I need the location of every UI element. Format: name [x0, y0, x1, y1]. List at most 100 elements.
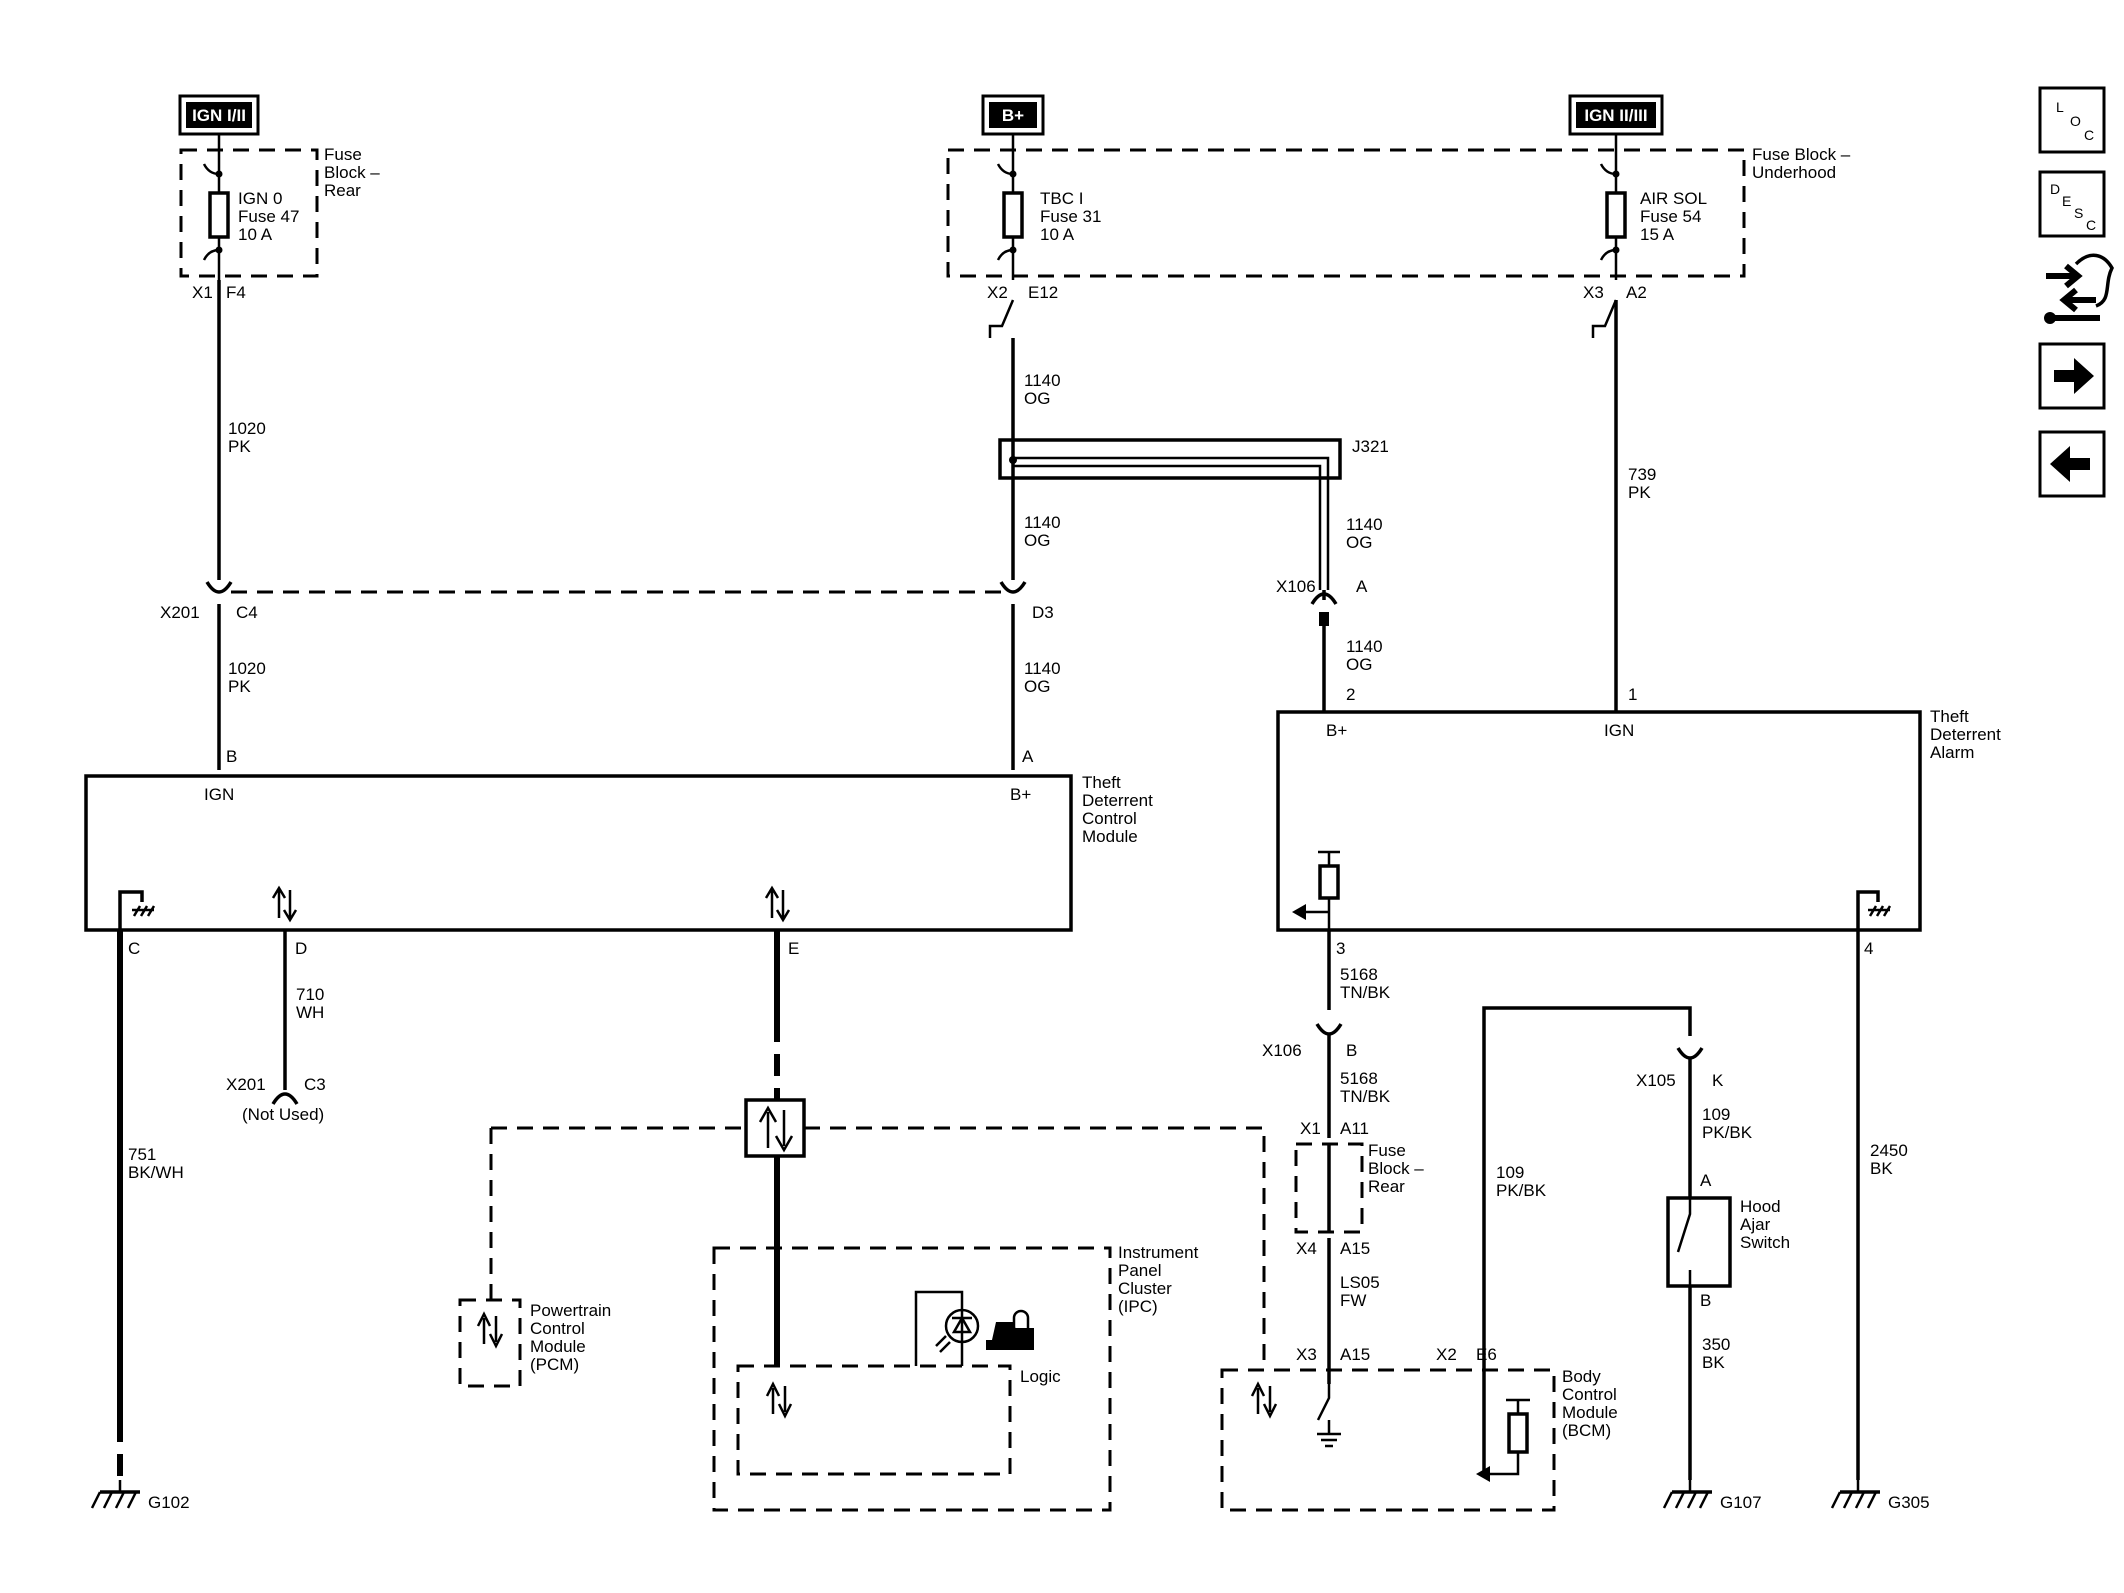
fuse-54-number: Fuse 54 — [1640, 207, 1701, 226]
fuse-31: TBC I Fuse 31 10 A — [996, 134, 1101, 280]
ground-g102-icon — [90, 1480, 140, 1509]
fuse-block-rear-top — [179, 148, 319, 278]
lock-car-icon — [986, 1309, 1034, 1350]
desc-button[interactable]: D E S C — [2038, 170, 2106, 238]
desc-letter-c: C — [2086, 217, 2096, 233]
fuse-54-name: AIR SOL — [1640, 189, 1707, 208]
connector-x3-bcm: X3 — [1296, 1345, 1317, 1364]
alarm-pin-4: 4 — [1864, 939, 1873, 958]
tdcm-serial-data-icon-e — [764, 885, 791, 923]
loc-letter-c: C — [2084, 127, 2094, 143]
bcm-label-3: Module — [1562, 1403, 1618, 1422]
wire-710-num: 710 — [296, 985, 324, 1004]
ground-g107-icon — [1662, 1480, 1712, 1509]
connector-x106-top: X106 — [1276, 577, 1316, 596]
pcm-label-3: Module — [530, 1337, 586, 1356]
tdcm-serial-data-icon-d — [271, 885, 298, 923]
fuse-block-rear-mid-label-1: Fuse — [1368, 1141, 1406, 1160]
wire-2450-color: BK — [1870, 1159, 1893, 1178]
module-theft-deterrent-alarm — [1276, 710, 1922, 932]
wire-1140-bot-num: 1140 — [1024, 659, 1061, 678]
connector-x4: X4 — [1296, 1239, 1317, 1258]
power-source-ign2: IGN II/III — [1568, 94, 1664, 136]
tdcm-label-1: Theft — [1082, 773, 1121, 792]
alarm-pin-bplus: B+ — [1326, 721, 1347, 740]
wire-1140-alarm-num: 1140 — [1346, 637, 1383, 656]
desc-letter-s: S — [2074, 205, 2083, 221]
tdcm-label-2: Deterrent — [1082, 791, 1153, 810]
connector-x2: X2 — [987, 283, 1008, 302]
bcm-pullup-resistor-icon — [1476, 1398, 1530, 1482]
fuse-31-name: TBC I — [1040, 189, 1083, 208]
serial-data-bus — [491, 1126, 1266, 1362]
ipc-logic-block — [736, 1364, 1012, 1476]
alarm-pin-ign: IGN — [1604, 721, 1634, 740]
hood-ajar-switch-icon — [1666, 1196, 1732, 1288]
tdcm-pin-bplus: B+ — [1010, 785, 1031, 804]
connector-c3: C3 — [304, 1075, 326, 1094]
wire-1020-bot-num: 1020 — [228, 659, 266, 678]
power-source-ign1: IGN I/II — [178, 94, 260, 136]
wire-1140-mid-num: 1140 — [1024, 513, 1061, 532]
next-page-button[interactable] — [2038, 342, 2106, 410]
hood-switch-label-2: Ajar — [1740, 1215, 1771, 1234]
connector-e12: E12 — [1028, 283, 1058, 302]
connector-x1: X1 — [192, 283, 213, 302]
ground-g305: G305 — [1888, 1493, 1930, 1512]
fuse-47-rating: 10 A — [238, 225, 273, 244]
loc-letter-l: L — [2056, 99, 2064, 115]
connector-x106-bottom: X106 — [1262, 1041, 1302, 1060]
arrow-left-icon — [2050, 446, 2090, 482]
bcm-serial-data-icon — [1250, 1381, 1278, 1419]
tdcm-pin-b: B — [226, 747, 237, 766]
connector-k: K — [1712, 1071, 1724, 1090]
alarm-pin-1: 1 — [1628, 685, 1637, 704]
splice-j321-bus — [1013, 456, 1330, 590]
connector-x201-bottom: X201 — [226, 1075, 266, 1094]
ipc-label-4: (IPC) — [1118, 1297, 1158, 1316]
fuse-block-underhood-label-1: Fuse Block – — [1752, 145, 1851, 164]
ground-g102: G102 — [148, 1493, 190, 1512]
pcm-label-4: (PCM) — [530, 1355, 579, 1374]
connector-x201-c4-symbol — [205, 581, 233, 594]
connector-f4: F4 — [226, 283, 246, 302]
wire-350-num: 350 — [1702, 1335, 1730, 1354]
ign1-label: IGN I/II — [192, 106, 246, 125]
fuse-block-rear-label-2: Block – — [324, 163, 380, 182]
connector-end-view-button[interactable] — [2044, 253, 2114, 324]
splice-j321 — [998, 438, 1342, 480]
wire-350-color: BK — [1702, 1353, 1725, 1372]
connector-a11: A11 — [1340, 1119, 1369, 1138]
connector-x1-mid: X1 — [1300, 1119, 1321, 1138]
module-bcm — [1220, 1368, 1556, 1512]
hood-switch-label-1: Hood — [1740, 1197, 1781, 1216]
tdcm-pin-ign: IGN — [204, 785, 234, 804]
connector-x201-left: X201 — [160, 603, 200, 622]
module-theft-deterrent-control — [84, 774, 1073, 932]
wire-5168-a-num: 5168 — [1340, 965, 1378, 984]
alarm-pullup-resistor-icon — [1292, 850, 1340, 930]
connector-a15-bcm: A15 — [1340, 1345, 1370, 1364]
module-ipc — [712, 1246, 1112, 1512]
bcm-label-2: Control — [1562, 1385, 1617, 1404]
previous-page-button[interactable] — [2038, 430, 2106, 498]
module-pcm — [458, 1298, 522, 1388]
power-source-bplus: B+ — [981, 94, 1045, 136]
terminal-x3 — [1591, 299, 1618, 338]
splice-j321-bus-inner — [1013, 464, 1322, 590]
ipc-serial-data-icon — [765, 1381, 793, 1419]
wire-1020-bot-color: PK — [228, 677, 251, 696]
wire-1020-top-num: 1020 — [228, 419, 266, 438]
connector-x106-b-symbol — [1315, 1023, 1343, 1036]
loc-button[interactable]: L O C — [2038, 86, 2106, 154]
pcm-label-2: Control — [530, 1319, 585, 1338]
tdcm-pin-d: D — [295, 939, 307, 958]
wire-739-color: PK — [1628, 483, 1651, 502]
arrow-right-icon — [2054, 358, 2094, 394]
pcm-serial-data-icon — [476, 1311, 504, 1349]
ipc-label-2: Panel — [1118, 1261, 1161, 1280]
connector-e6: E6 — [1476, 1345, 1497, 1364]
wire-109-left-num: 109 — [1496, 1163, 1524, 1182]
wire-739-num: 739 — [1628, 465, 1656, 484]
fuse-block-rear-label-3: Rear — [324, 181, 361, 200]
